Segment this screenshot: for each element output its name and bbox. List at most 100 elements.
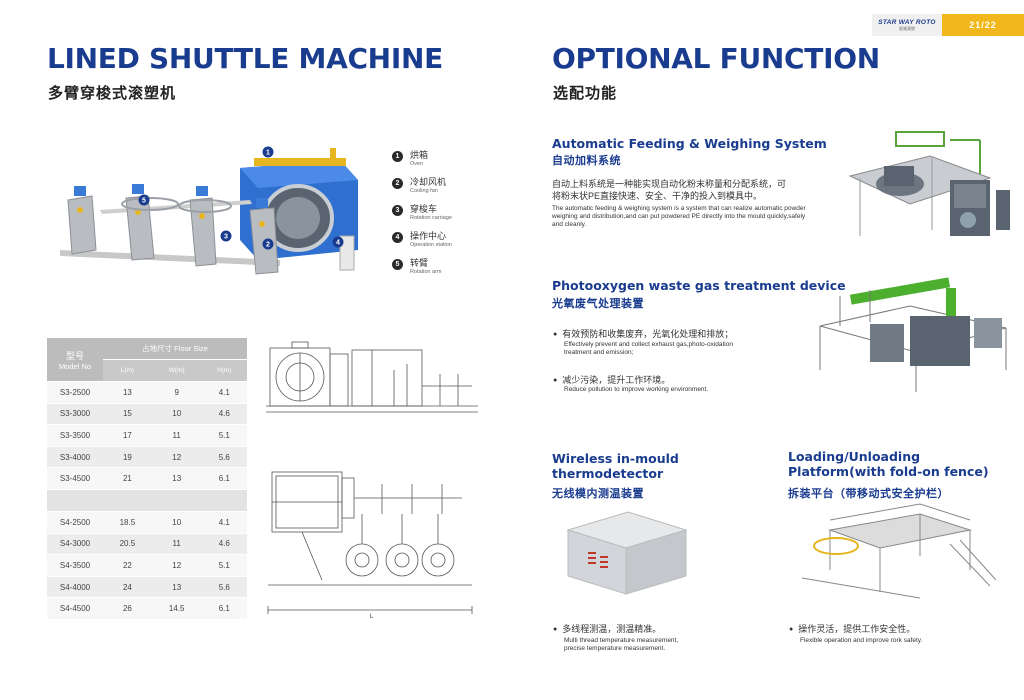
- dimension-cell: 4.6: [201, 403, 247, 426]
- col-w-header: W(m): [151, 359, 202, 383]
- dimension-cell: 5.6: [201, 446, 247, 469]
- model-header: 型号 Model No: [47, 338, 103, 383]
- legend-number: 5: [392, 259, 403, 270]
- dimension-cell: 24: [103, 576, 152, 599]
- left-subtitle: 多臂穿梭式滚塑机: [48, 85, 177, 102]
- model-cell: S4-3500: [47, 554, 103, 577]
- photo-bullet-1-en-line: Effectively prevent and collect exhaust …: [564, 341, 733, 348]
- top-view-drawing: L: [267, 471, 473, 620]
- svg-text:2: 2: [266, 242, 270, 249]
- length-dimension-label: L: [370, 614, 374, 620]
- waste-gas-device-image: [819, 277, 1007, 392]
- dimension-cell: 4.1: [201, 381, 247, 404]
- legend-en: Rotation carriage: [410, 215, 452, 221]
- wireless-bullet-en-line: precise temperature measurement.: [564, 645, 666, 652]
- legend-number: 2: [392, 178, 403, 189]
- dimension-cell: 11: [151, 424, 202, 447]
- model-header-en: Model No: [58, 361, 92, 371]
- legend-en: Oven: [410, 161, 424, 167]
- loading-cn-title: 拆装平台（带移动式安全护栏）: [788, 488, 949, 500]
- floor-size-header: 占地尺寸 Floor Size: [103, 338, 247, 361]
- dimension-cell: 19: [103, 446, 152, 469]
- feeding-title: Automatic Feeding & Weighing System: [552, 136, 827, 151]
- dimension-cell: 22: [103, 554, 152, 577]
- dimension-cell: 12: [151, 554, 202, 577]
- photo-bullet-1-cn: 有效预防和收集废弃，光氧化处理和排放；: [553, 327, 733, 340]
- feeding-en-body: The automatic feeding & weighing system …: [552, 205, 806, 229]
- table-spacer-row: [47, 489, 247, 513]
- brand-logo-text: STAR WAY ROTO: [878, 18, 936, 26]
- legend-cn: 冷却风机: [410, 177, 447, 187]
- dimension-cell: 15: [103, 403, 152, 426]
- loading-bullet-cn: 操作灵活，提供工作安全性。: [789, 622, 915, 635]
- legend-cn: 穿梭车: [410, 204, 438, 214]
- svg-text:3: 3: [224, 234, 228, 241]
- brand-tab: STAR WAY ROTO 星威滚塑 21/22: [872, 14, 1024, 36]
- thermodetector-image: [566, 511, 688, 595]
- loading-platform-image: [801, 503, 996, 599]
- feeding-en-line: weighing and distribution,and can put po…: [552, 213, 806, 220]
- photo-bullet-1-en: Effectively prevent and collect exhaust …: [564, 341, 733, 357]
- feeding-en-line: The automatic feeding & weighing system …: [552, 205, 806, 212]
- dimension-cell: 11: [151, 533, 202, 556]
- feeding-system-image: [848, 131, 1010, 236]
- dimension-cell: 13: [151, 467, 202, 491]
- brand-logo-sub: 星威滚塑: [899, 25, 915, 31]
- legend-number: 3: [392, 205, 403, 216]
- wireless-bullet-en-line: Multi thread temperature measurement,: [564, 637, 679, 644]
- model-cell: S3-3500: [47, 424, 103, 447]
- dimension-cell: 12: [151, 446, 202, 469]
- legend-en: Operation station: [410, 242, 452, 248]
- photo-bullet-2-cn: 减少污染，提升工作环境。: [553, 373, 670, 386]
- page-number: 21/22: [942, 14, 1024, 36]
- legend-cn: 操作中心: [410, 231, 447, 241]
- feeding-cn-body: 自动上料系统是一种能实现自动化粉末称量和分配系统，可 将粉末状PE直接快速、安全…: [552, 178, 786, 202]
- svg-text:5: 5: [142, 198, 146, 205]
- dimension-cell: 13: [151, 576, 202, 599]
- dimension-cell: 14.5: [151, 597, 202, 621]
- dimension-cell: 5.1: [201, 554, 247, 577]
- svg-text:1: 1: [266, 150, 270, 157]
- model-cell: S3-2500: [47, 381, 103, 404]
- feeding-cn-title: 自动加料系统: [552, 155, 621, 167]
- model-cell: S3-4000: [47, 446, 103, 469]
- shuttle-machine-illustration: 1 2 3 4 5: [60, 146, 358, 275]
- model-cell: S3-4500: [47, 467, 103, 491]
- floor-size-table: 型号 Model No 占地尺寸 Floor Size L(m) W(m) H(…: [47, 338, 247, 621]
- photo-bullet-1-en-line: treatment and emission;: [564, 349, 634, 356]
- dimension-cell: 10: [151, 403, 202, 426]
- wireless-bullet-en: Multi thread temperature measurement, pr…: [564, 637, 678, 653]
- photo-bullet-2-en: Reduce pollution to improve working envi…: [564, 386, 709, 393]
- model-cell: S4-3000: [47, 533, 103, 556]
- legend-cn: 转臂: [410, 258, 429, 268]
- legend-en: Rotation arm: [410, 269, 442, 275]
- legend-number: 1: [392, 151, 403, 162]
- dimension-cell: 6.1: [201, 597, 247, 621]
- dimension-cell: 13: [103, 381, 152, 404]
- wireless-title-line: Wireless in-mould: [552, 451, 679, 466]
- legend-cn: 烘箱: [410, 150, 429, 160]
- model-cell: S3-3000: [47, 403, 103, 426]
- model-cell: S4-2500: [47, 511, 103, 534]
- feeding-cn-line: 自动上料系统是一种能实现自动化粉末称量和分配系统，可: [552, 179, 787, 189]
- loading-bullet-en: Flexible operation and improve rork safe…: [800, 637, 923, 644]
- feeding-cn-line: 将粉末状PE直接快速、安全、干净的投入到模具中。: [552, 191, 763, 201]
- model-cell: S4-4500: [47, 597, 103, 621]
- photo-title: Photooxygen waste gas treatment device: [552, 278, 846, 293]
- left-title: LINED SHUTTLE MACHINE: [47, 42, 443, 75]
- wireless-bullet-cn: 多线程测温，测温精准。: [553, 622, 661, 635]
- col-h-header: H(m): [201, 359, 247, 383]
- dimension-cell: 4.1: [201, 511, 247, 534]
- legend-en: Cooling fan: [410, 188, 438, 194]
